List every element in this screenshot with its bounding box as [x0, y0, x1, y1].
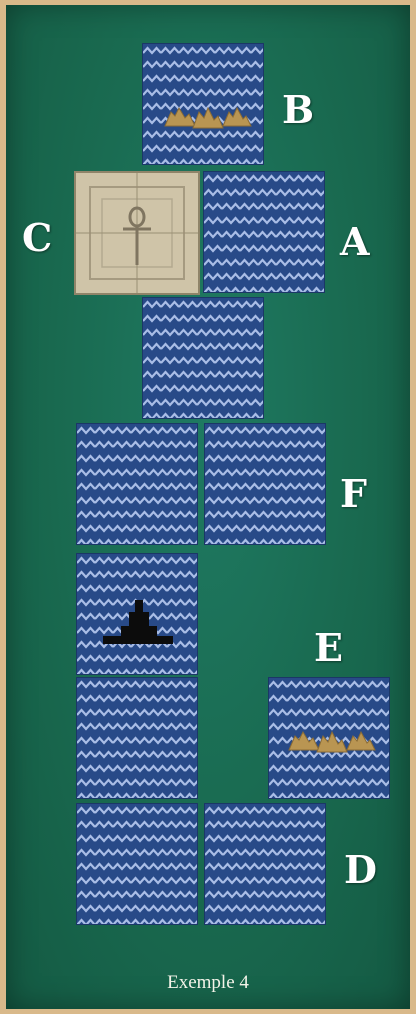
label-c: C	[22, 219, 52, 257]
water-tile[interactable]	[203, 171, 325, 293]
label-f: F	[340, 475, 367, 513]
water-tile[interactable]	[204, 803, 326, 925]
label-e: E	[314, 629, 343, 667]
label-b: B	[282, 91, 314, 129]
water-tile[interactable]	[76, 423, 198, 545]
label-a: A	[340, 223, 369, 261]
water-tile[interactable]	[142, 43, 264, 165]
water-tile[interactable]	[76, 677, 198, 799]
water-tile[interactable]	[142, 297, 264, 419]
game-board: B C A F E D	[6, 5, 410, 1009]
water-tile[interactable]	[76, 803, 198, 925]
water-tile[interactable]	[204, 423, 326, 545]
label-d: D	[344, 851, 377, 889]
ankh-icon	[123, 208, 151, 265]
stone-tile[interactable]	[74, 171, 200, 295]
water-tile[interactable]	[268, 677, 390, 799]
caption: Exemple 4	[0, 972, 416, 994]
water-tile[interactable]	[76, 553, 198, 675]
